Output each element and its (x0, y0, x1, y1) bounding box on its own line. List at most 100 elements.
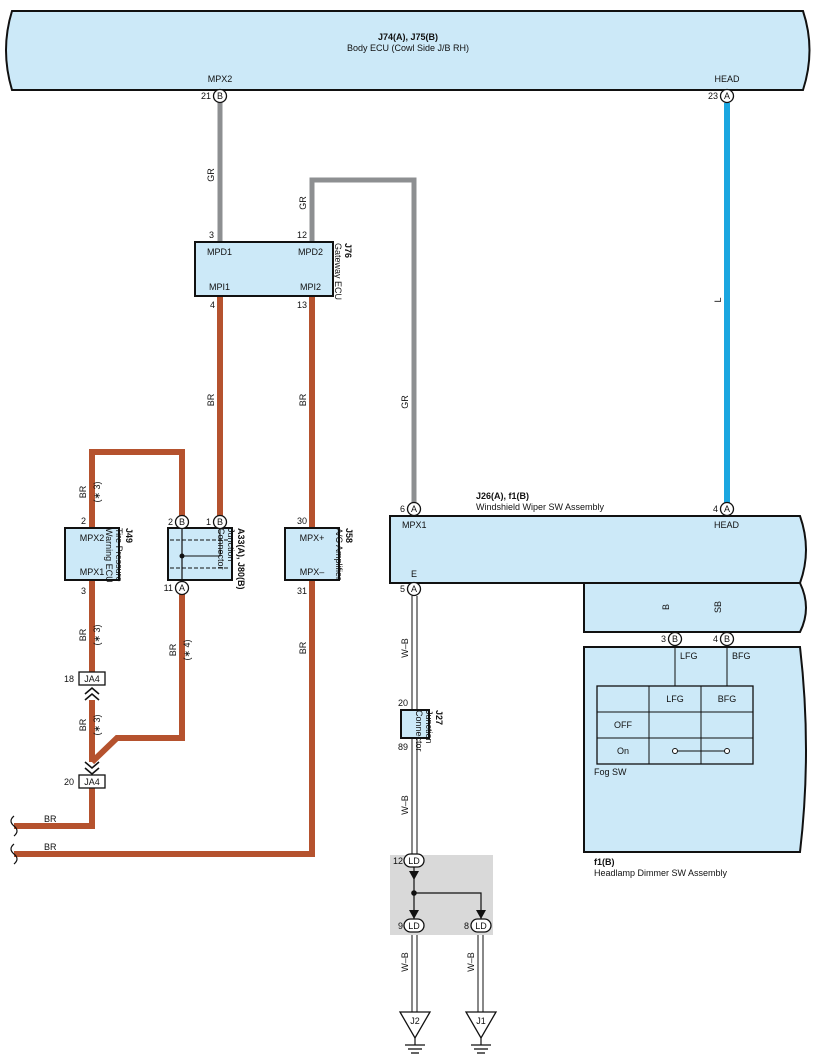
pin-ld-8: 8 LD (464, 918, 492, 933)
svg-text:Junction: Junction (226, 528, 236, 562)
svg-text:JA4: JA4 (84, 674, 100, 684)
svg-text:18: 18 (64, 674, 74, 684)
svg-text:LFG: LFG (666, 694, 684, 704)
pin-wiper-mpx1: 6 A (400, 501, 422, 517)
svg-text:5: 5 (400, 584, 405, 594)
svg-text:BFG: BFG (732, 651, 751, 661)
svg-text:W–B: W–B (400, 952, 410, 972)
svg-text:BR: BR (44, 842, 57, 852)
svg-text:3: 3 (81, 586, 86, 596)
svg-text:(∗ 3): (∗ 3) (92, 481, 102, 502)
svg-text:13: 13 (297, 300, 307, 310)
ac-amplifier: MPX+ MPX– 30 31 J58 A/C Amplifier (284, 516, 354, 596)
svg-text:Gateway ECU: Gateway ECU (333, 243, 343, 300)
svg-text:(∗ 3): (∗ 3) (92, 714, 102, 735)
svg-text:Tire Pressure: Tire Pressure (114, 528, 124, 582)
svg-text:MPI2: MPI2 (300, 282, 321, 292)
svg-text:Connector: Connector (216, 528, 226, 570)
pin-wiper-head: 4 A (713, 501, 735, 517)
junction-connector-j27: 20 89 J27 Junction Connector (398, 698, 444, 752)
pin-ld-9: 9 LD (398, 918, 425, 933)
svg-text:A: A (179, 583, 185, 593)
svg-text:MPD2: MPD2 (298, 247, 323, 257)
pin-dimmer-4: 4 B (713, 631, 735, 647)
wire-br-ac-out (14, 580, 315, 857)
svg-text:MPX+: MPX+ (300, 533, 325, 543)
svg-text:GR: GR (206, 168, 216, 182)
svg-text:OFF: OFF (614, 720, 632, 730)
ground-j2: J2 (398, 1011, 432, 1054)
svg-text:MPX1: MPX1 (402, 520, 427, 530)
body-ecu-head-label: HEAD (714, 74, 740, 84)
svg-text:Junction: Junction (424, 710, 434, 744)
svg-text:BR: BR (298, 641, 308, 654)
svg-text:Windshield Wiper SW Assembly: Windshield Wiper SW Assembly (476, 502, 605, 512)
svg-text:B: B (179, 517, 185, 527)
gateway-ecu: MPD1 MPD2 MPI1 MPI2 3 12 4 13 J76 Gatewa… (194, 230, 353, 310)
pin-body-mpx2: 21 B (201, 88, 228, 104)
svg-text:LD: LD (408, 856, 420, 866)
svg-text:4: 4 (713, 504, 718, 514)
junction-connector-a33: A33(A), J80(B) Junction Connector (167, 527, 246, 590)
svg-text:12: 12 (393, 856, 403, 866)
body-ecu-name: Body ECU (Cowl Side J/B RH) (347, 43, 469, 53)
wire-labels: GR GR GR L BR BR BR (∗ 3) BR (∗ 3) BR (∗… (44, 168, 723, 972)
svg-text:21: 21 (201, 91, 211, 101)
svg-text:2: 2 (81, 516, 86, 526)
svg-text:GR: GR (298, 196, 308, 210)
svg-text:BR: BR (168, 643, 178, 656)
svg-text:J27: J27 (434, 710, 444, 725)
svg-text:J58: J58 (344, 528, 354, 543)
pin-body-head: 23 A (708, 88, 735, 104)
fog-switch: LFG BFG LFG BFG OFF On Fog SW (594, 646, 754, 777)
svg-text:MPX2: MPX2 (80, 533, 105, 543)
svg-text:20: 20 (398, 698, 408, 708)
svg-text:BR: BR (78, 718, 88, 731)
pin-dimmer-3: 3 B (661, 631, 683, 647)
pin-ld-12: 12 LD (393, 853, 425, 868)
svg-text:MPX–: MPX– (300, 567, 325, 577)
svg-text:J1: J1 (476, 1016, 486, 1026)
svg-text:LFG: LFG (680, 651, 698, 661)
svg-text:On: On (617, 746, 629, 756)
body-ecu-code: J74(A), J75(B) (378, 32, 438, 42)
body-ecu: J74(A), J75(B) Body ECU (Cowl Side J/B R… (5, 10, 811, 91)
svg-text:B: B (217, 517, 223, 527)
svg-text:A: A (724, 91, 730, 101)
svg-text:LD: LD (475, 921, 487, 931)
svg-text:BR: BR (78, 628, 88, 641)
svg-text:A: A (411, 504, 417, 514)
svg-text:W–B: W–B (400, 638, 410, 658)
svg-text:A: A (724, 504, 730, 514)
wire-gr-mpd2 (309, 177, 417, 505)
wire-break-marks (10, 815, 18, 865)
svg-text:LD: LD (408, 921, 420, 931)
svg-text:Fog SW: Fog SW (594, 767, 627, 777)
svg-text:4: 4 (713, 634, 718, 644)
svg-text:20: 20 (64, 777, 74, 787)
svg-text:Warning ECU: Warning ECU (104, 528, 114, 583)
wiper-sw-assembly: J26(A), f1(B) Windshield Wiper SW Assemb… (389, 491, 807, 633)
svg-text:BR: BR (44, 814, 57, 824)
tire-pressure-ecu: MPX2 MPX1 2 3 J49 Tire Pressure Warning … (64, 516, 134, 596)
svg-text:(∗ 4): (∗ 4) (182, 639, 192, 660)
svg-text:1: 1 (206, 517, 211, 527)
ja4-connector-bottom: JA4 20 (64, 761, 106, 789)
svg-text:(∗ 3): (∗ 3) (92, 624, 102, 645)
svg-text:4: 4 (210, 300, 215, 310)
svg-text:B: B (661, 604, 671, 610)
svg-text:23: 23 (708, 91, 718, 101)
svg-text:J76: J76 (343, 243, 353, 258)
svg-text:11: 11 (164, 583, 173, 593)
wire-br-jc11 (89, 594, 185, 765)
ja4-connector-top: JA4 18 (64, 671, 106, 701)
svg-text:L: L (713, 297, 723, 302)
pin-jc-2: 2 B (168, 514, 190, 530)
body-ecu-mpx2-label: MPX2 (208, 74, 233, 84)
svg-text:SB: SB (713, 601, 723, 613)
svg-text:JA4: JA4 (84, 777, 100, 787)
svg-text:B: B (724, 634, 730, 644)
svg-text:2: 2 (168, 517, 173, 527)
svg-text:W–B: W–B (400, 795, 410, 815)
